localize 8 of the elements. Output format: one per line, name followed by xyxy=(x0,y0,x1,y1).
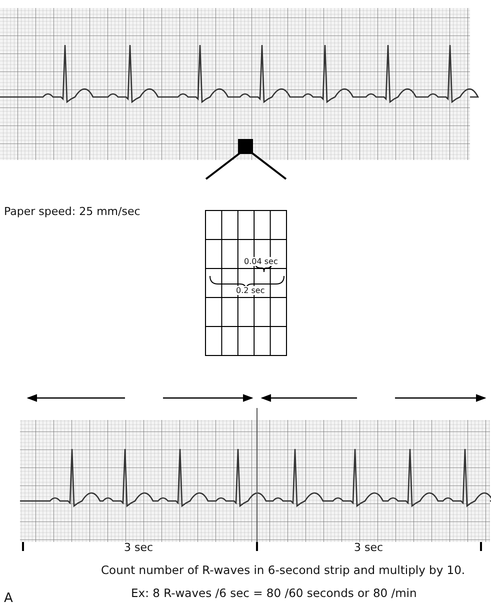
time-label: 0.2 sec xyxy=(236,286,265,295)
time-label: 0.04 sec xyxy=(244,257,278,266)
panel-letter: A xyxy=(4,591,13,606)
time-label: 3 sec xyxy=(354,541,384,554)
example-text: Ex: 8 R-waves /6 sec = 80 /60 seconds or 80 /min xyxy=(131,586,417,600)
instruction-text: Count number of R-waves in 6-second strip and multiply by 10. xyxy=(101,563,466,577)
speed-label: Paper speed: 25 mm/sec xyxy=(4,205,140,218)
time-label: 3 sec xyxy=(124,541,154,554)
